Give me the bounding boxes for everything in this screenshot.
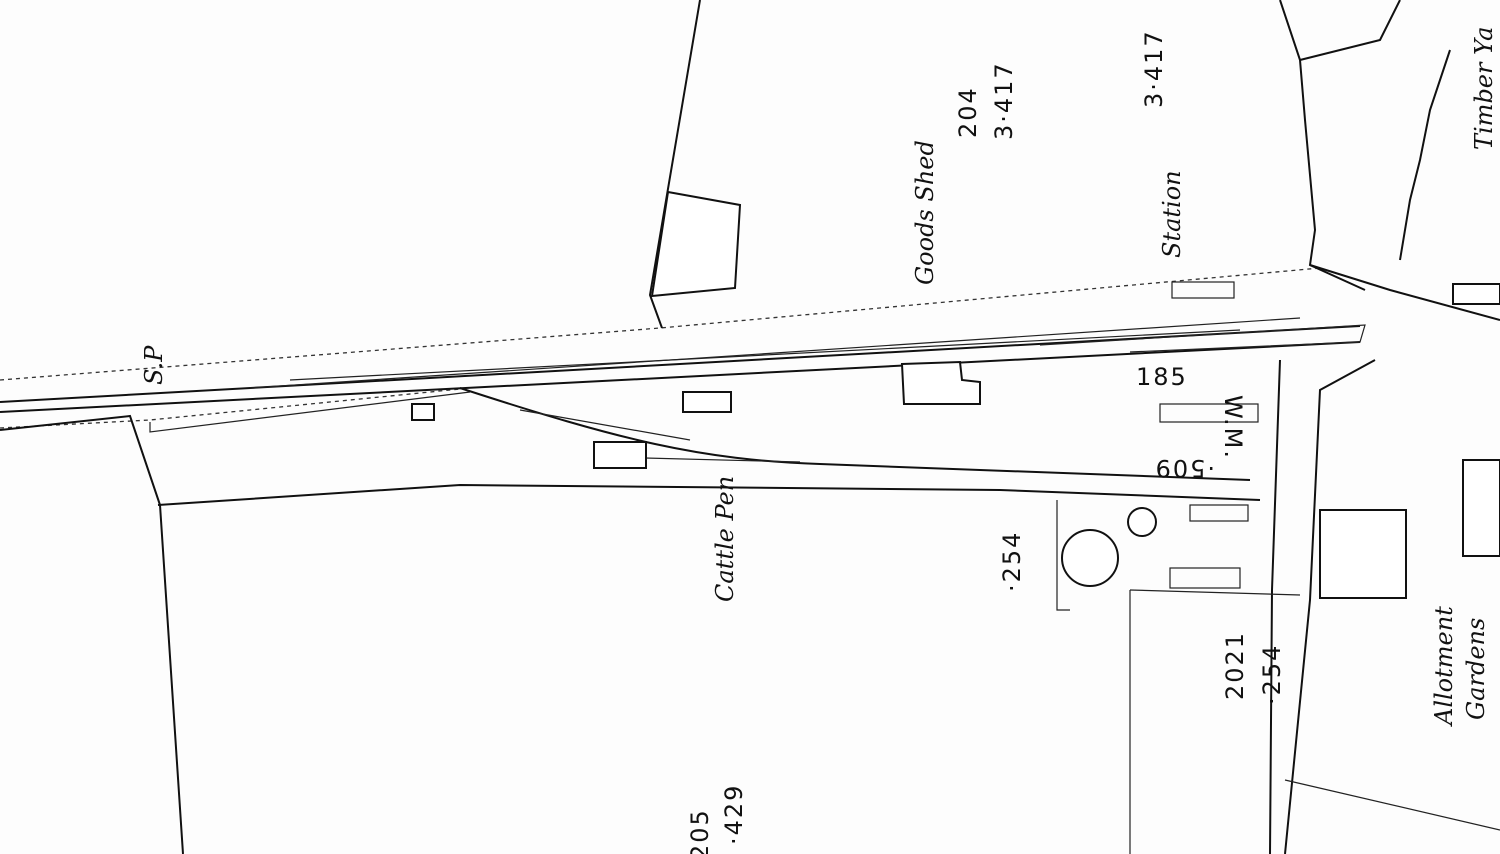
boundary-yard xyxy=(1056,500,1070,611)
label-cattle-pen: Cattle Pen xyxy=(711,476,739,602)
boundary-lower-2 xyxy=(1129,589,1301,596)
boundary-timber xyxy=(1399,49,1451,261)
parcel-2021-area: ·254 xyxy=(1258,644,1286,705)
parcel-204: 204 xyxy=(954,86,982,138)
weighing-machine-buildings xyxy=(1159,403,1259,423)
field-boundary-4 xyxy=(1279,0,1366,291)
label-station: Station xyxy=(1158,170,1186,258)
platform xyxy=(1039,324,1366,353)
building-timber-yard xyxy=(1452,283,1500,305)
boundary-lower-3 xyxy=(1284,779,1500,831)
road-edge-1 xyxy=(1269,359,1281,854)
building-station xyxy=(1171,281,1235,299)
siding-sp xyxy=(149,391,471,433)
parcel-2021: 2021 xyxy=(1221,631,1249,700)
railway-track-4 xyxy=(289,329,1241,381)
label-timber-yard: Timber Ya xyxy=(1470,27,1498,150)
top-area: 3·417 xyxy=(1140,29,1168,108)
bottom-number: 205 xyxy=(686,808,714,854)
yard-buildings-2 xyxy=(1169,567,1241,589)
parcel-185-area: ·509 xyxy=(1154,454,1215,482)
parcel-204-area: 3·417 xyxy=(990,61,1018,140)
label-allotment: Allotment xyxy=(1430,606,1458,727)
tank-large xyxy=(1061,529,1119,587)
label-signal-post: S.P xyxy=(140,345,168,385)
boundary-top-right xyxy=(1299,0,1401,61)
building-road xyxy=(1319,509,1407,599)
bottom-area: ·429 xyxy=(720,784,748,845)
siding-branch xyxy=(519,409,691,441)
label-gardens: Gardens xyxy=(1462,618,1490,720)
cattle-pen-line xyxy=(644,457,801,463)
parcel-185: 185 xyxy=(1136,363,1188,391)
building-cattle-pen xyxy=(593,441,647,469)
railway-track-3 xyxy=(249,317,1301,389)
tank-small xyxy=(1127,507,1157,537)
label-weighing-machine: W.M. xyxy=(1219,395,1247,460)
building-right xyxy=(1462,459,1500,557)
field-boundary-3 xyxy=(648,0,701,329)
building-pen xyxy=(682,391,732,413)
building-goods-shed-hut xyxy=(650,190,742,298)
label-goods-shed: Goods Shed xyxy=(911,140,939,285)
road-edge-3 xyxy=(1309,264,1500,321)
building-small xyxy=(411,403,435,421)
road-edge-2 xyxy=(1284,359,1376,854)
building-goods-shed xyxy=(900,360,981,405)
railway-track-2 xyxy=(0,341,1361,413)
yard-buildings xyxy=(1189,504,1249,522)
field-boundary-1 xyxy=(0,414,184,854)
left-area: ·254 xyxy=(998,531,1026,592)
cattle-pen-siding xyxy=(459,387,1251,481)
field-boundary-2 xyxy=(157,483,1261,506)
